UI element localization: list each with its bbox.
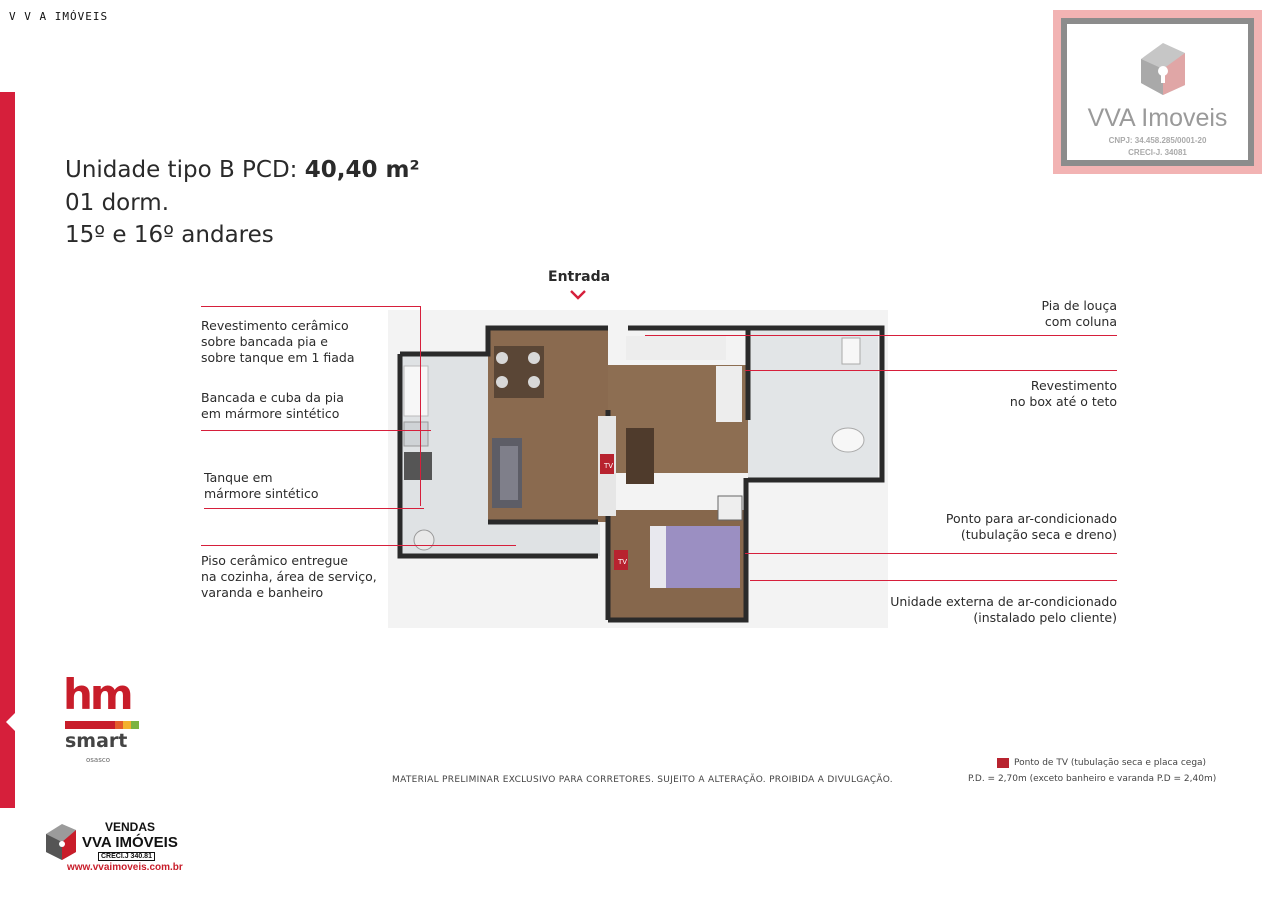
callout-text: em mármore sintético — [201, 406, 340, 421]
watermark-logo: VVA Imoveis CNPJ: 34.458.285/0001-20 CRE… — [1053, 10, 1262, 174]
unit-floors: 15º e 16º andares — [65, 222, 274, 248]
callout-line — [204, 508, 424, 509]
unit-area: 40,40 m² — [304, 157, 420, 183]
legend-tv-swatch — [997, 758, 1009, 768]
unit-bedrooms: 01 dorm. — [65, 190, 170, 216]
hm-logo-text: hm — [63, 670, 134, 719]
watermark-cnpj: CNPJ: 34.458.285/0001-20 — [1108, 136, 1207, 145]
city-text: osasco — [86, 756, 110, 764]
agency-house-icon — [46, 824, 76, 860]
legend-ceiling-height: P.D. = 2,70m (exceto banheiro e varanda … — [968, 774, 1217, 784]
house-logo-icon — [1141, 43, 1185, 95]
callout-line — [645, 335, 1117, 336]
tv-badge-label: TV — [617, 558, 627, 566]
callout-text: na cozinha, área de serviço, — [201, 569, 377, 584]
watermark-brand: VVA Imoveis — [1087, 104, 1228, 132]
callout-text: Tanque em — [204, 470, 273, 485]
unit-title: Unidade tipo B PCD: 40,40 m² — [65, 157, 420, 183]
callout-sink-column: Pia de louça com coluna — [900, 298, 1117, 330]
callout-text: mármore sintético — [204, 486, 319, 501]
callout-text: Revestimento — [1030, 378, 1117, 393]
callout-text: no box até o teto — [1009, 394, 1117, 409]
callout-line — [745, 553, 1117, 554]
callout-text: Pia de louça — [1041, 298, 1117, 313]
callout-text: Unidade externa de ar-condicionado — [890, 594, 1117, 609]
callout-ceramic-floor: Piso cerâmico entregue na cozinha, área … — [201, 553, 377, 601]
callout-text: com coluna — [1044, 314, 1117, 329]
callout-line — [201, 430, 431, 431]
tv-point-badge: TV — [600, 454, 614, 474]
agency-brand: VVA IMÓVEIS — [82, 834, 178, 851]
legend-tv-text: Ponto de TV (tubulação seca e placa cega… — [1014, 758, 1207, 768]
callout-line — [750, 580, 1117, 581]
callout-text: varanda e banheiro — [201, 585, 324, 600]
callout-ac-point: Ponto para ar-condicionado (tubulação se… — [860, 511, 1117, 543]
red-side-stripe — [0, 92, 15, 808]
callout-text: sobre tanque em 1 fiada — [201, 350, 355, 365]
smart-logo-text: smart — [65, 730, 128, 752]
callout-ac-external: Unidade externa de ar-condicionado (inst… — [840, 594, 1117, 626]
floor-plan: TV TV — [388, 310, 888, 628]
tv-point-badge: TV — [614, 550, 628, 570]
callout-box-tiling: Revestimento no box até o teto — [900, 378, 1117, 410]
agency-creci: CRECI.J 340.81 — [98, 852, 155, 861]
agency-vendas: VENDAS — [105, 820, 156, 834]
stripe-notch — [6, 712, 16, 732]
callout-text: sobre bancada pia e — [201, 334, 328, 349]
unit-title-prefix: Unidade tipo B PCD: — [65, 157, 305, 183]
agency-url[interactable]: www.vvaimoveis.com.br — [67, 862, 183, 873]
callout-text: (instalado pelo cliente) — [973, 610, 1117, 625]
callout-line — [201, 306, 421, 307]
callout-line — [745, 370, 1117, 371]
disclaimer: MATERIAL PRELIMINAR EXCLUSIVO PARA CORRE… — [392, 775, 893, 785]
callout-line — [420, 306, 421, 506]
chevron-down-icon — [570, 290, 586, 300]
callout-line — [201, 545, 516, 546]
callout-text: Ponto para ar-condicionado — [945, 511, 1117, 526]
callout-marble-tank: Tanque em mármore sintético — [204, 470, 319, 502]
site-title: V V A IMÓVEIS — [9, 10, 109, 23]
tv-badge-label: TV — [603, 462, 613, 470]
callout-text: Bancada e cuba da pia — [201, 390, 344, 405]
callout-text: Revestimento cerâmico — [201, 318, 349, 333]
callout-ceramic-counter: Revestimento cerâmico sobre bancada pia … — [201, 318, 355, 366]
callout-marble-counter: Bancada e cuba da pia em mármore sintéti… — [201, 390, 344, 422]
callout-text: Piso cerâmico entregue — [201, 553, 348, 568]
callout-text: (tubulação seca e dreno) — [960, 527, 1117, 542]
entrance-label: Entrada — [548, 269, 611, 285]
watermark-creci: CRECI-J. 34081 — [1128, 148, 1187, 157]
hm-color-bar — [65, 721, 139, 729]
